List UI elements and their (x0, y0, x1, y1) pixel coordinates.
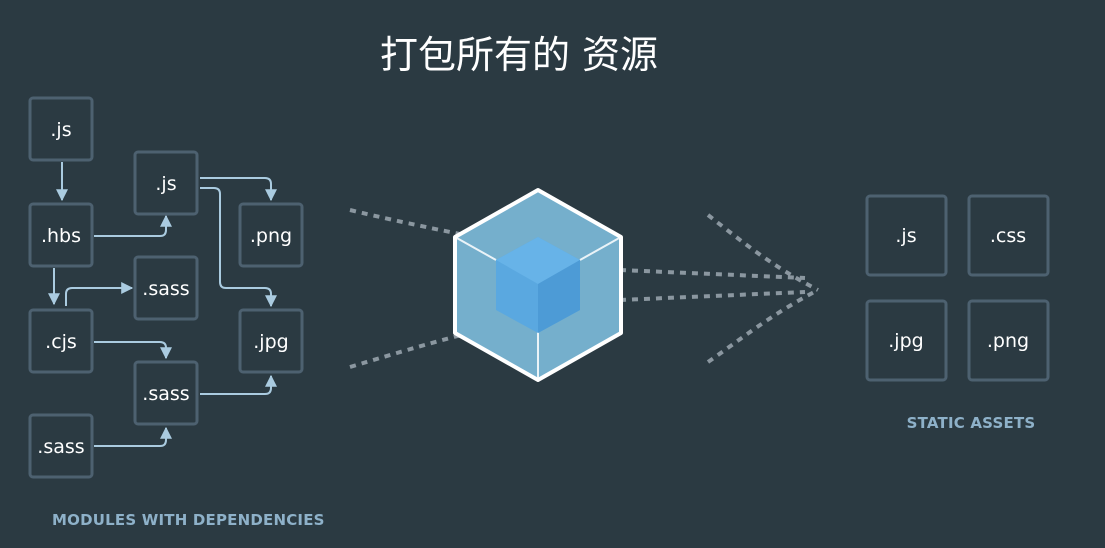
asset-label: .png (987, 330, 1029, 352)
module-box (28, 96, 94, 162)
asset-box (967, 194, 1050, 277)
connector (65, 282, 134, 306)
asset-box (865, 299, 948, 382)
asset-box (865, 194, 948, 277)
modules-group: .js .hbs .cjs .sass .js .sass .sass .png… (28, 96, 304, 479)
module-box (28, 413, 94, 479)
module-box (133, 150, 199, 216)
flow-out-bottom (619, 290, 806, 302)
module-box (28, 308, 94, 374)
module-label: .js (50, 119, 71, 141)
assets-group: .js .css .jpg .png (865, 194, 1050, 382)
flow-arrow-bottom (706, 288, 819, 364)
connector (200, 374, 277, 395)
modules-caption: MODULES WITH DEPENDENCIES (52, 511, 325, 529)
module-box (133, 360, 199, 426)
asset-label: .js (895, 225, 916, 247)
asset-label: .jpg (888, 330, 923, 352)
module-label: .sass (142, 278, 189, 300)
module-label: .hbs (41, 225, 81, 247)
module-label: .sass (142, 383, 189, 405)
module-box (133, 255, 199, 321)
page-title: 打包所有的 资源 (380, 33, 658, 77)
module-box (238, 308, 304, 374)
webpack-cube-logo (453, 188, 623, 382)
module-connectors (48, 162, 277, 447)
module-label: .png (250, 225, 292, 247)
asset-box (967, 299, 1050, 382)
module-box (28, 202, 94, 268)
flow-in-top (349, 208, 471, 238)
connector (94, 426, 172, 447)
flow-arrow-top (706, 213, 819, 292)
module-label: .cjs (45, 331, 77, 353)
connector (200, 187, 277, 308)
cube-inner-top (496, 237, 580, 284)
module-label: .sass (37, 436, 84, 458)
flow-out-top (619, 268, 806, 280)
module-label: .js (155, 173, 176, 195)
flow-in-bottom (349, 331, 471, 369)
asset-label: .css (990, 225, 1026, 247)
connector (94, 341, 172, 360)
connector (94, 214, 172, 237)
module-box (238, 202, 304, 268)
assets-caption: STATIC ASSETS (907, 414, 1036, 432)
module-label: .jpg (253, 331, 288, 353)
cube-inner-right (538, 260, 580, 333)
connector (200, 177, 277, 202)
